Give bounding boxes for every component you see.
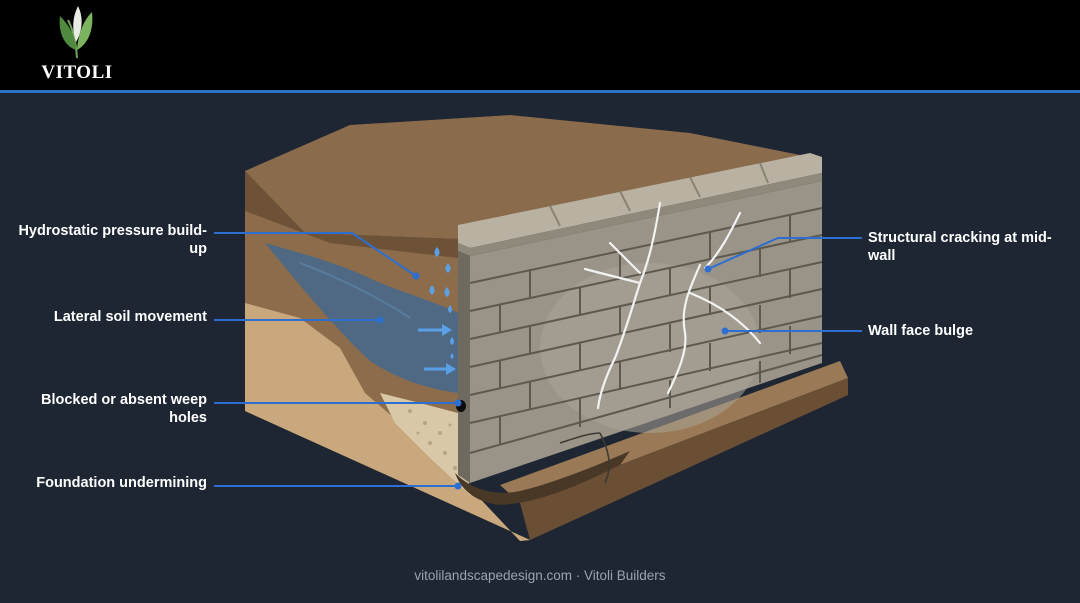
label-wall-face-bulge: Wall face bulge bbox=[868, 323, 974, 339]
label-foundation-undermining: Foundation undermining bbox=[36, 475, 207, 491]
brand-logo[interactable]: VITOLI bbox=[30, 6, 124, 84]
leaf-icon bbox=[59, 6, 93, 59]
label-structural-cracking: Structural cracking at mid-wall bbox=[868, 230, 1052, 264]
callout-lines bbox=[214, 232, 862, 487]
foundation-edge bbox=[520, 378, 848, 540]
label-weep-holes: Blocked or absent weep holes bbox=[41, 392, 207, 426]
water-droplet-icons bbox=[429, 247, 454, 359]
foundation-slab bbox=[500, 361, 848, 503]
soil-top bbox=[245, 115, 820, 239]
bulge-area bbox=[540, 263, 760, 433]
label-lateral-soil-movement: Lateral soil movement bbox=[53, 309, 207, 325]
water-zone bbox=[265, 243, 458, 393]
callout-dots bbox=[376, 265, 729, 490]
pressure-arrow-icons bbox=[418, 324, 456, 375]
diagram-stage: Hydrostatic pressure build-up Lateral so… bbox=[0, 93, 1080, 603]
crack-lines bbox=[583, 201, 762, 410]
header-bar: VITOLI bbox=[0, 0, 1080, 93]
label-hydrostatic-pressure: Hydrostatic pressure build-up bbox=[18, 223, 207, 257]
wall-cap bbox=[458, 153, 822, 248]
footer-credit: vitolilandscapedesign.com · Vitoli Build… bbox=[414, 568, 666, 583]
retaining-wall-diagram bbox=[214, 115, 862, 541]
undermined-void bbox=[455, 451, 630, 505]
brand-name: VITOLI bbox=[41, 62, 113, 83]
